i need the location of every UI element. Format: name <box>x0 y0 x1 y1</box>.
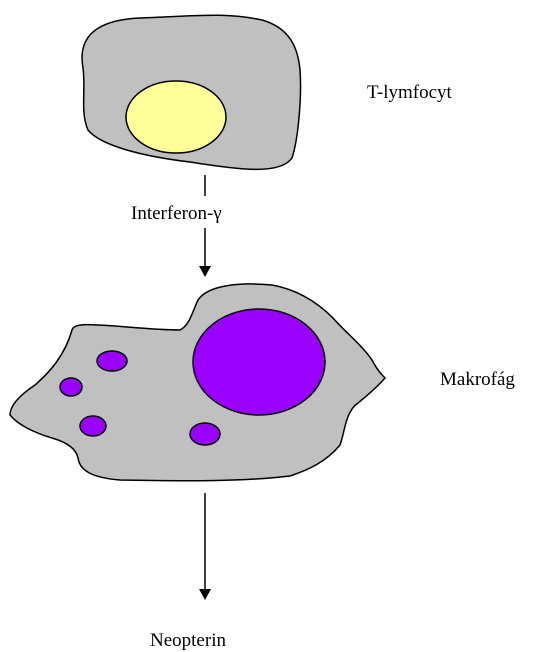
neopterin-label: Neopterin <box>150 631 226 650</box>
arrow-head-to-macrophage <box>199 266 211 277</box>
granule-2 <box>60 378 82 396</box>
interferon-label: Interferon-γ <box>129 204 224 223</box>
granule-1 <box>97 351 127 371</box>
t-cell-label: T-lymfocyt <box>367 83 452 102</box>
t-cell-nucleus <box>126 81 226 153</box>
granule-3 <box>80 416 106 436</box>
arrow-head-to-neopterin <box>199 589 211 600</box>
granule-4 <box>190 423 220 445</box>
macrophage-label: Makrofág <box>440 370 515 389</box>
macrophage-nucleus <box>193 309 325 415</box>
